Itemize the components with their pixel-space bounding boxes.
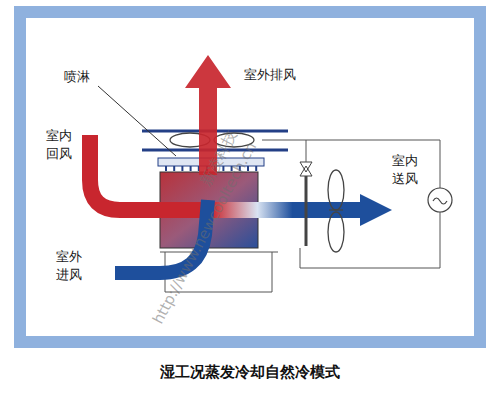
exhaust-label: 室外排风 <box>244 66 296 84</box>
valve-symbol <box>300 162 312 176</box>
supply-arrow <box>360 194 392 226</box>
filter <box>305 176 308 246</box>
frame <box>20 12 480 342</box>
intake-label: 室外 进风 <box>56 248 85 283</box>
supply-fan <box>328 170 344 210</box>
leader-line <box>98 86 176 156</box>
motor-symbol <box>428 188 452 212</box>
spray-label: 喷淋 <box>64 68 90 86</box>
return-air-label: 室内 回风 <box>46 127 75 162</box>
supply-label: 室内 送风 <box>392 152 421 187</box>
wire <box>262 140 440 188</box>
caption: 湿工况蒸发冷却自然冷模式 <box>160 362 340 382</box>
